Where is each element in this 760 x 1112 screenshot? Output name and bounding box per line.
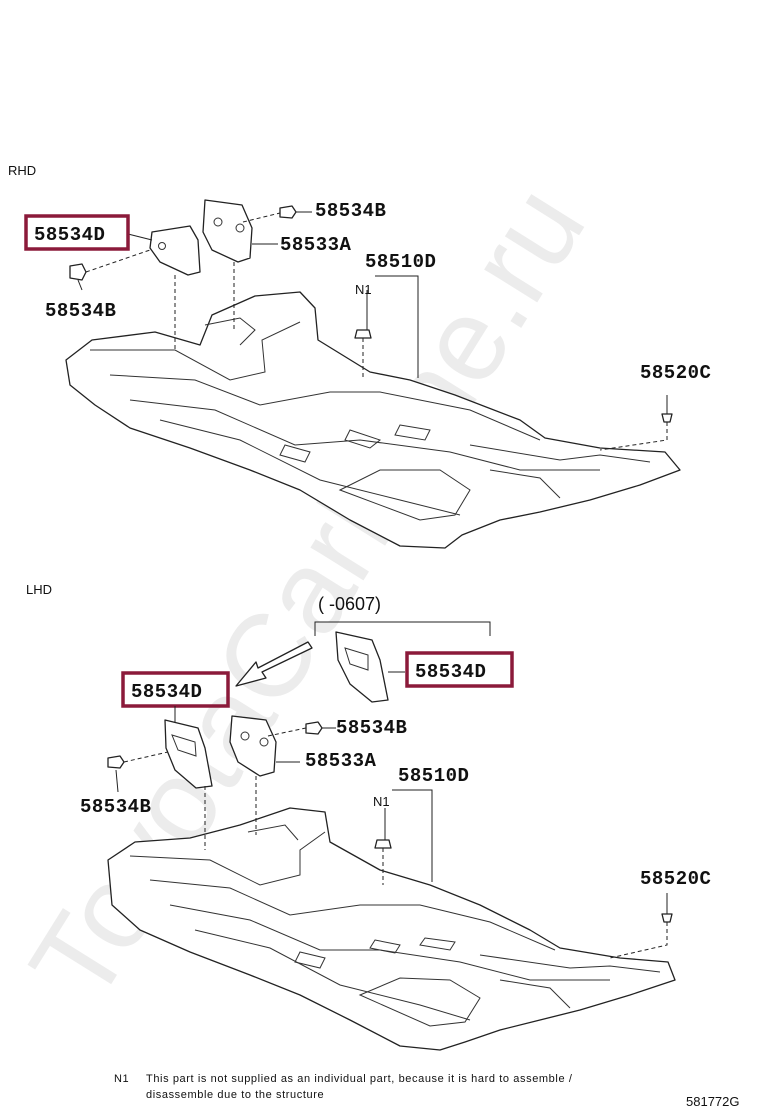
rhd-carpet-drawing — [65, 291, 681, 549]
rhd-bolt-right-drawing — [279, 205, 297, 219]
rhd-label-58534d[interactable]: 58534D — [34, 224, 105, 246]
lhd-inset-58534d-drawing — [335, 631, 389, 703]
rhd-label-n1: N1 — [355, 282, 372, 297]
lhd-n1-drawing — [374, 839, 392, 849]
lhd-label-n1: N1 — [373, 794, 390, 809]
rhd-bracket-drawing — [202, 199, 253, 263]
lhd-bolt-left-drawing — [107, 755, 125, 769]
rhd-label-58520c: 58520C — [640, 362, 711, 384]
lhd-title: LHD — [26, 582, 52, 597]
rhd-label-58534b-right: 58534B — [315, 200, 386, 222]
rhd-title: RHD — [8, 163, 36, 178]
lhd-label-58533a: 58533A — [305, 750, 377, 772]
lhd-carpet-drawing — [107, 807, 676, 1051]
figure-id: 581772G — [686, 1094, 740, 1109]
footnote-line-1: This part is not supplied as an individu… — [146, 1073, 573, 1085]
lhd-label-58534d-inset[interactable]: 58534D — [415, 661, 486, 683]
lhd-range-note: ( -0607) — [318, 594, 381, 614]
rhd-n1-drawing — [354, 329, 372, 339]
lhd-label-58510d: 58510D — [398, 765, 469, 787]
rhd-clip-drawing — [661, 413, 673, 423]
lhd-label-58534b-left: 58534B — [80, 796, 151, 818]
lhd-label-58534b-right: 58534B — [336, 717, 407, 739]
lhd-label-58534d[interactable]: 58534D — [131, 681, 202, 703]
rhd-label-58510d: 58510D — [365, 251, 436, 273]
lhd-clip-drawing — [661, 913, 673, 923]
rhd-label-58534b-left: 58534B — [45, 300, 116, 322]
footnote-line-2: disassemble due to the structure — [146, 1089, 324, 1101]
lhd-section: LHD ( -0607) 58534D 58534D — [26, 582, 711, 1051]
lhd-bolt-right-drawing — [305, 721, 323, 735]
rhd-bolt-left-drawing — [69, 263, 87, 281]
rhd-58534d-drawing — [149, 225, 201, 276]
rhd-label-58533a: 58533A — [280, 234, 352, 256]
footnote-ref: N1 — [114, 1073, 129, 1085]
rhd-highlight-box — [24, 214, 130, 251]
lhd-inset-highlight-box — [405, 651, 514, 688]
lhd-bracket-drawing — [229, 715, 277, 777]
footnote: N1 This part is not supplied as an indiv… — [114, 1073, 573, 1101]
lhd-label-58520c: 58520C — [640, 868, 711, 890]
rhd-section: RHD — [8, 163, 711, 549]
